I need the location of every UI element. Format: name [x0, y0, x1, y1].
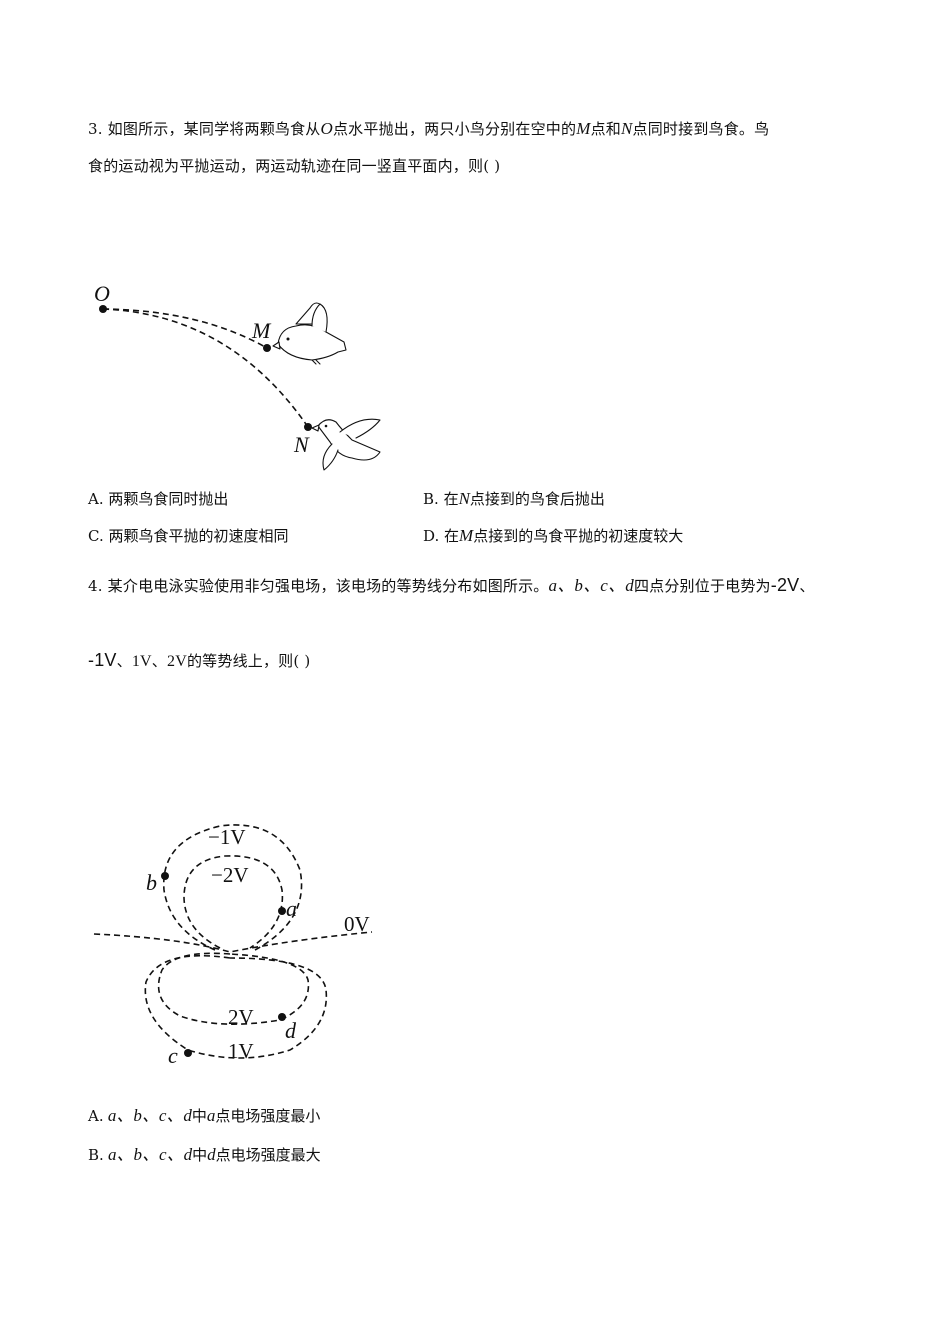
trajectory-to-N	[102, 308, 309, 428]
equipotential-2V	[157, 952, 310, 1025]
label-1V: 1V	[228, 1039, 254, 1063]
label-2V: 2V	[228, 1005, 254, 1029]
label-neg1V: −1V	[208, 825, 246, 849]
point-O	[99, 305, 107, 313]
label-neg2V: −2V	[211, 863, 249, 887]
question-4-line-2: -1V、1V、2V的等势线上，则( )	[88, 650, 311, 670]
point-d	[278, 1013, 286, 1021]
question-4-line-1: 4. 某介电电泳实验使用非匀强电场，该电场的等势线分布如图所示。a、b、c、d四…	[88, 575, 815, 595]
label-d: d	[285, 1018, 297, 1043]
var-M: M	[576, 119, 591, 138]
point-a	[278, 907, 286, 915]
q4-option-B[interactable]: B. a、b、c、d中d点电场强度最大	[88, 1145, 321, 1164]
point-M	[263, 344, 271, 352]
q4-option-A[interactable]: A. a、b、c、d中a点电场强度最小	[88, 1106, 321, 1125]
question-3-line-2: 食的运动视为平抛运动，两运动轨迹在同一竖直平面内，则( )	[88, 157, 501, 175]
question-4-number: 4.	[88, 577, 103, 595]
question-3-number: 3.	[88, 120, 103, 138]
var-O: O	[320, 119, 333, 138]
equipotential-0V	[93, 931, 373, 953]
equipotential-figure: −1V −2V 0V 2V 1V b a d c	[93, 824, 373, 1068]
q3-option-D[interactable]: D. 在M点接到的鸟食平抛的初速度较大	[423, 526, 684, 545]
label-O: O	[94, 281, 110, 306]
bird-N-icon	[311, 418, 381, 471]
point-N	[304, 423, 312, 431]
point-b	[161, 872, 169, 880]
q3-option-A[interactable]: A. 两颗鸟食同时抛出	[88, 490, 229, 508]
label-c: c	[168, 1043, 178, 1068]
label-0V: 0V	[344, 912, 370, 936]
label-M: M	[251, 318, 272, 343]
var-N: N	[620, 119, 633, 138]
question-3-line-1: 3. 如图所示，某同学将两颗鸟食从O点水平抛出，两只小鸟分别在空中的M点和N点同…	[88, 119, 770, 138]
trajectory-to-M	[102, 308, 268, 349]
q3-option-B[interactable]: B. 在N点接到的鸟食后抛出	[423, 489, 605, 508]
point-c	[184, 1049, 192, 1057]
bird-M-icon	[272, 302, 347, 365]
q3-option-C[interactable]: C. 两颗鸟食平抛的初速度相同	[88, 527, 289, 545]
equipotential-1V	[144, 955, 328, 1059]
label-N: N	[293, 432, 310, 457]
label-b: b	[146, 870, 157, 895]
equipotential-neg1V	[163, 824, 303, 951]
projectile-figure: O M N	[94, 281, 381, 471]
label-a: a	[286, 896, 297, 921]
